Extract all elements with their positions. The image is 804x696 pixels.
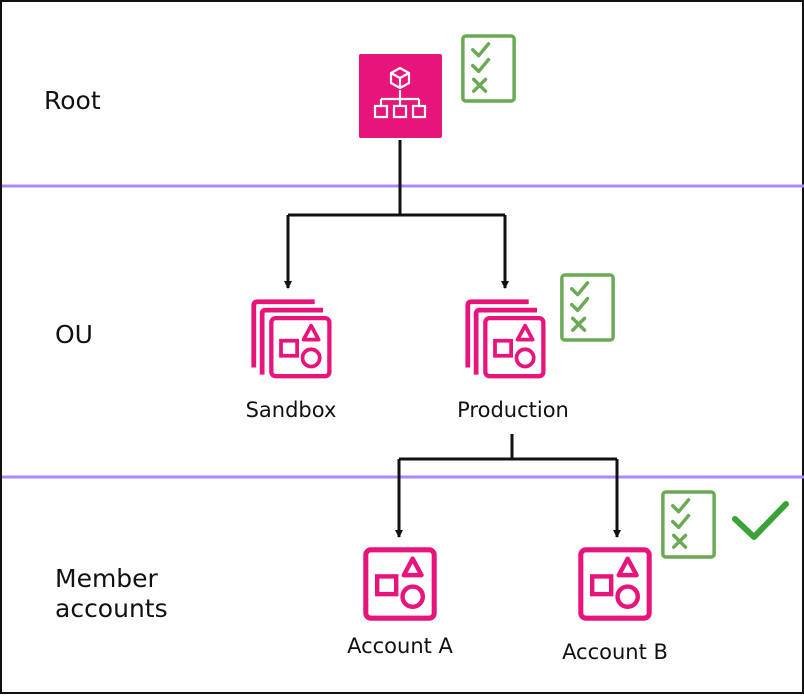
node-label-account-b: Account B [562,640,668,664]
node-label-production: Production [457,398,569,422]
sandbox-ou-icon [254,302,330,376]
account-b-icon [581,550,649,618]
production-connectors [395,434,621,538]
node-label-sandbox: Sandbox [245,398,337,422]
root-policy-checklist-icon [461,34,516,103]
root-connectors [284,140,509,289]
checkmark-icon [732,501,789,540]
organizations-root-icon [359,54,442,138]
row-label-ou: OU [55,320,93,349]
production-ou-icon [468,302,544,376]
node-label-account-a: Account A [347,634,453,658]
production-policy-checklist-icon [560,273,615,342]
account-b-policy-checklist-icon [661,490,716,559]
row-label-root: Root [44,86,101,115]
row-label-member-accounts: Member accounts [55,564,168,623]
account-a-icon [366,550,434,618]
